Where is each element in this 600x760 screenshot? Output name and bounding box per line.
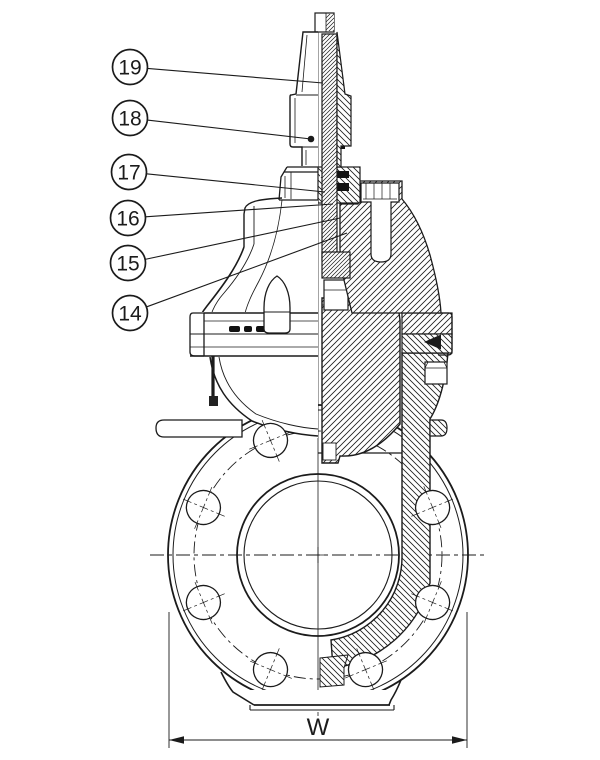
bore-circle [243,480,393,630]
callout-layer: 19 18 17 16 15 14 [109,48,348,332]
bolt-hole [411,581,454,624]
side-lug [155,419,243,438]
gate-shoe-pocket [322,442,337,461]
leader-dot-18 [307,135,315,143]
leader-line-18 [147,119,312,140]
stem-collar-section [321,251,351,279]
callout-16: 16 [109,199,334,237]
seat-guide-lug [429,419,448,437]
callout-circle-16 [109,199,147,237]
callout-circle-15 [109,244,147,282]
dimension-w [168,612,468,748]
callout-label-15: 15 [116,253,139,276]
leader-line-16 [145,203,334,218]
callout-circle-18 [111,99,149,137]
operating-nut-exterior [289,31,318,167]
body-flange-section [401,333,453,354]
stem-nut [323,279,349,311]
flange-band-left [155,275,318,438]
flange-bolt-right [424,361,448,385]
flange-end-cap-right [438,312,453,356]
dim-arrow-right [452,736,467,744]
body-neck-left [207,355,319,438]
callout-label-19: 19 [118,57,141,80]
callout-15: 15 [109,217,341,282]
callout-18: 18 [111,99,315,143]
leader-line-17 [146,173,326,193]
flange-bolt-holes [182,419,454,691]
callout-17: 17 [110,153,326,193]
bolt-hole [249,648,292,691]
flange-end-cap-left [189,312,205,357]
callout-14: 14 [111,232,348,332]
leader-line-19 [147,67,324,84]
gasket-arrow-marker [424,334,441,350]
dim-arrow-left [169,736,184,744]
gate-section [318,279,402,464]
nut-section-right [336,31,352,168]
callout-circle-17 [110,153,148,191]
callout-label-14: 14 [118,303,142,326]
callout-circle-19 [111,48,149,86]
packing-ring-lower [337,183,349,191]
stem-section [321,33,338,261]
gland-exterior-left [278,166,318,201]
bolt-hole [344,648,387,691]
callout-label-17: 17 [117,162,140,185]
bolt-hole [249,419,292,462]
flange-center-mark [310,547,326,563]
bottom-pad [220,671,402,712]
bore-counterbore-circle [236,473,400,637]
bonnet-flange-section [401,312,453,335]
body-section-right [319,312,453,688]
packing-ring-upper [337,171,349,178]
bolt-hole [411,486,454,529]
stem-cap [314,12,335,33]
bolt-hole [182,486,225,529]
gate-wedge [321,297,401,464]
cast-mark-2 [244,326,252,332]
callout-19: 19 [111,48,324,86]
cast-mark-1 [229,326,240,332]
dimension-label: W [307,714,330,741]
stem-and-nut [278,12,352,279]
leader-line-15 [145,217,341,260]
lifting-boss [263,275,291,334]
leader-line-14 [146,232,348,308]
bottom-seat-section [319,654,349,688]
bolt-hole [182,581,225,624]
callout-label-16: 16 [116,208,139,231]
callout-label-18: 18 [118,108,141,131]
bonnet-section-right [339,180,442,314]
callout-circle-14 [111,294,149,332]
t-bolt [360,182,400,263]
